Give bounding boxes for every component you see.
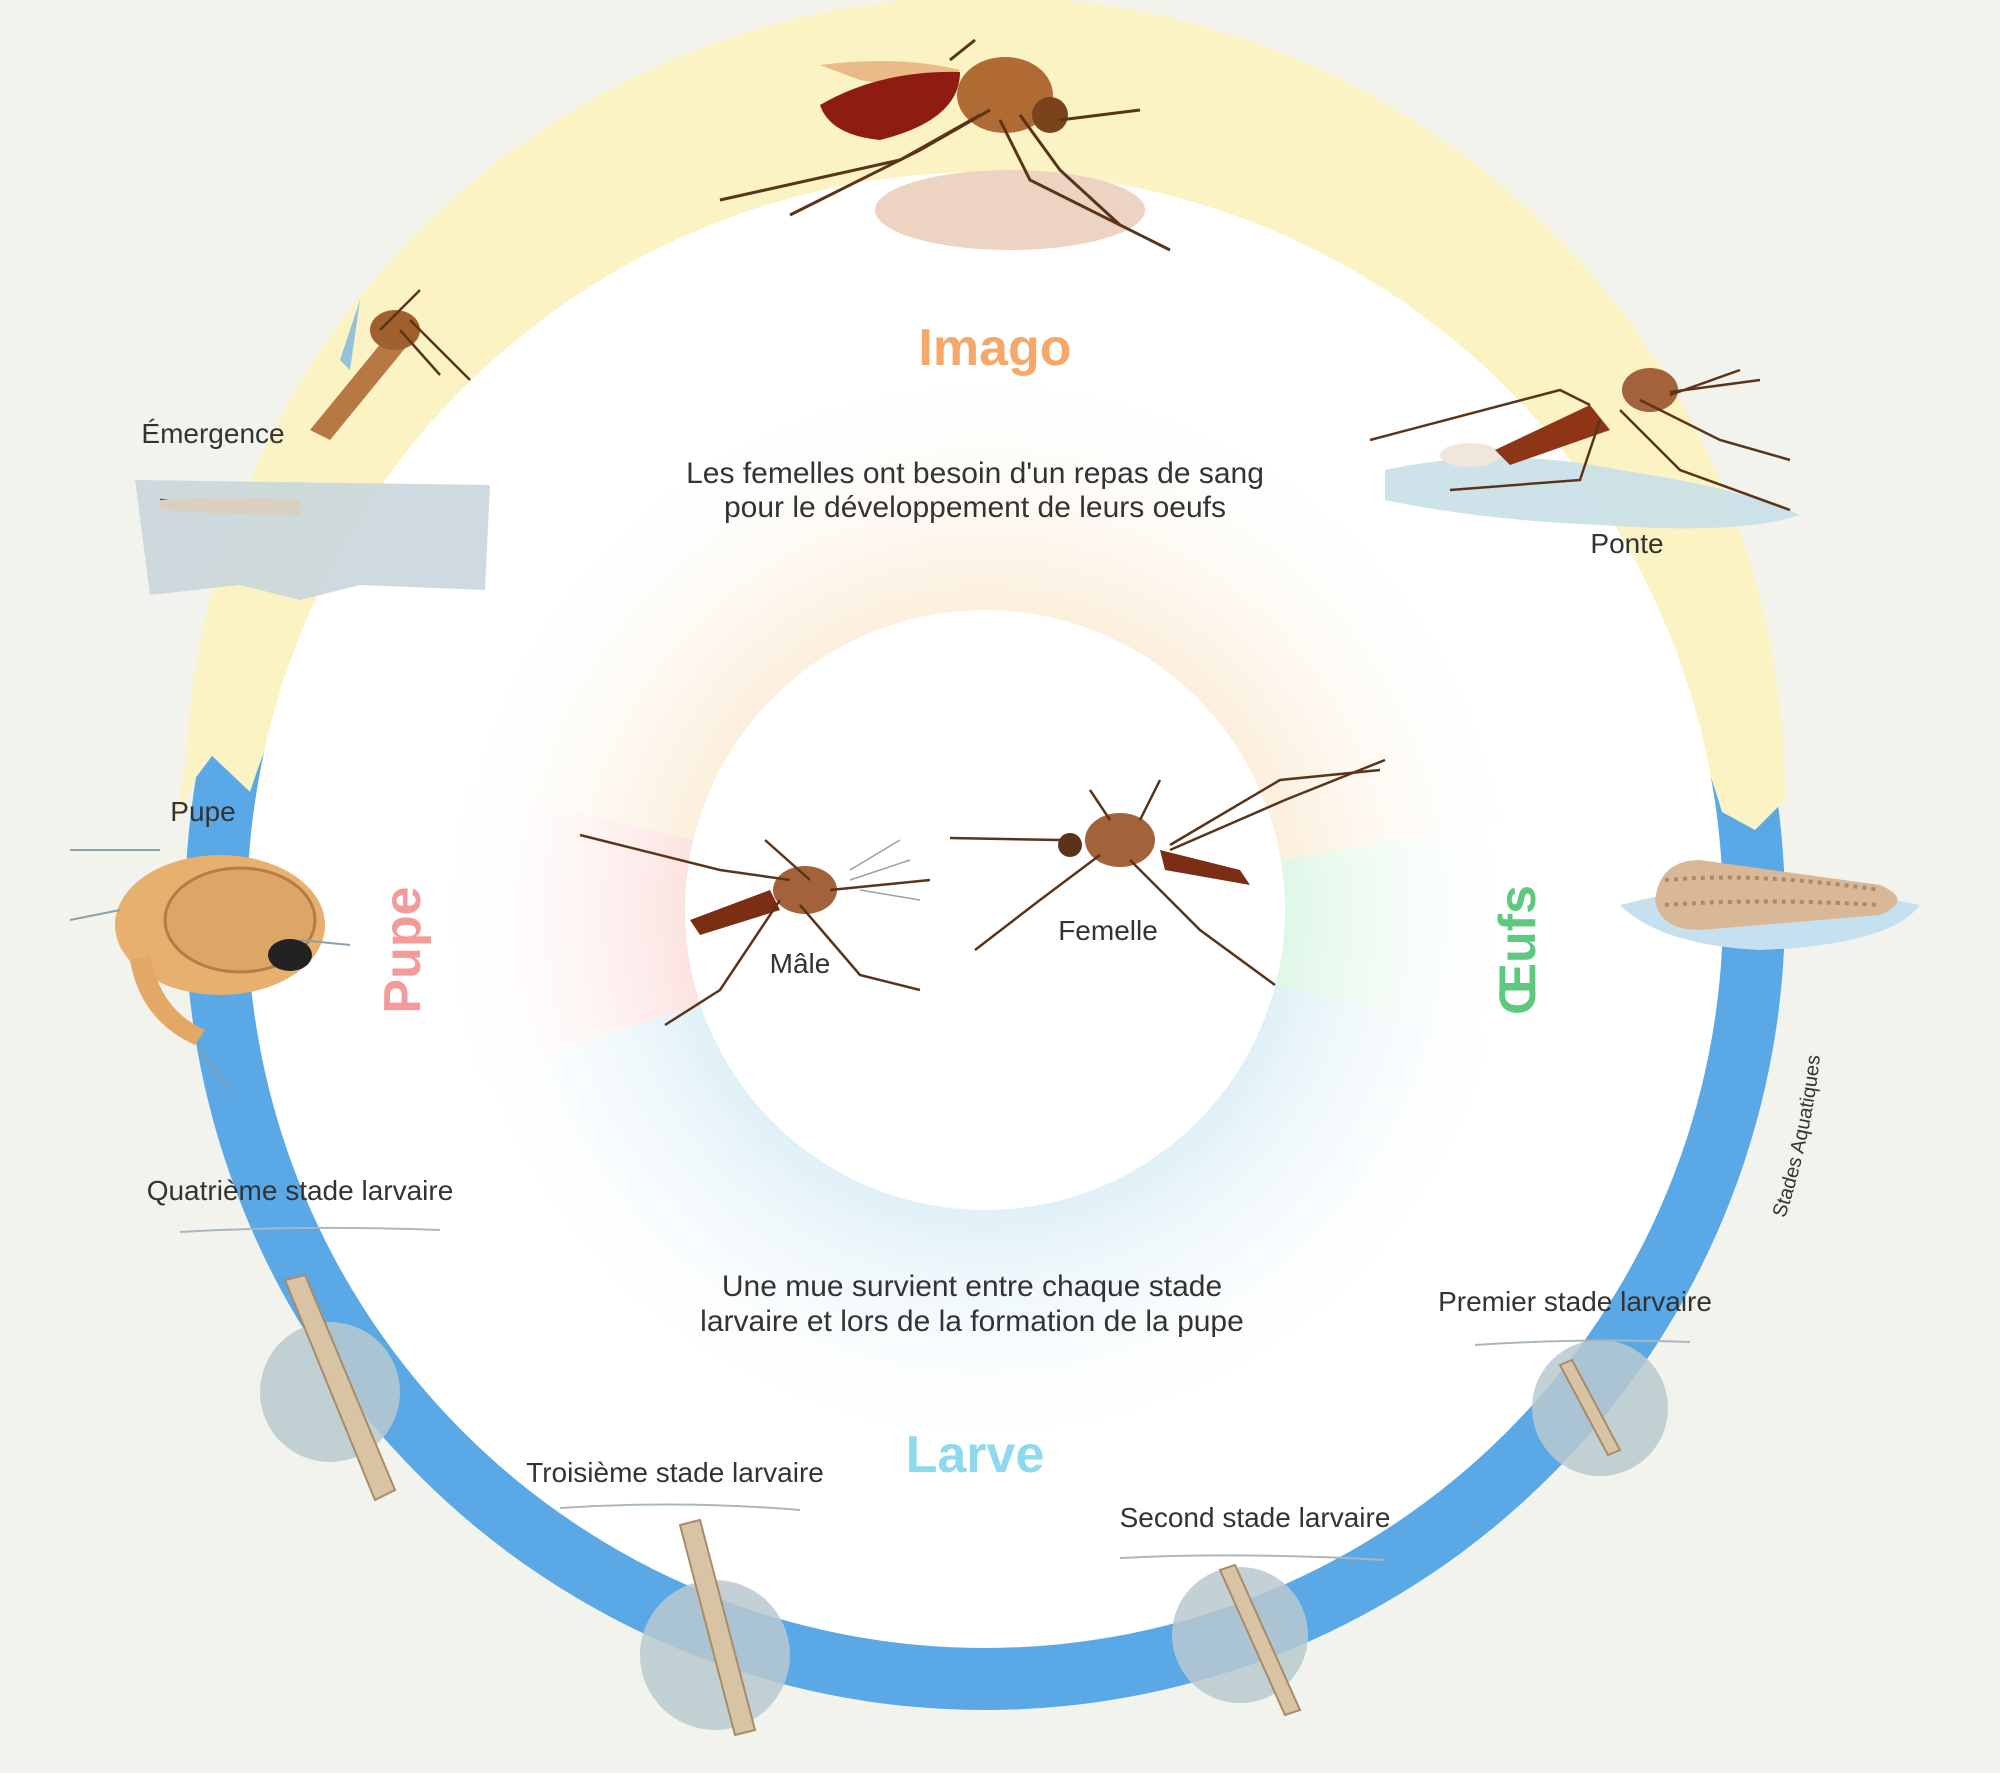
stage-title-pupe: Pupe — [374, 886, 432, 1013]
larva-1 — [1558, 1358, 1622, 1457]
water-patch-emergence — [135, 480, 490, 600]
label-male: Mâle — [770, 948, 831, 979]
larva-3 — [678, 1518, 757, 1737]
larva-circle-1 — [1532, 1340, 1668, 1476]
pupa — [69, 849, 351, 1091]
stage-title-larve: Larve — [906, 1426, 1045, 1484]
blood-feeding-mosquito — [719, 38, 1171, 252]
emerging-mosquito — [159, 289, 471, 515]
note-molt-line1: Une mue survient entre chaque stade — [722, 1270, 1222, 1303]
female-mosquito — [949, 758, 1386, 987]
stage-title-imago: Imago — [918, 319, 1071, 377]
water-lines — [179, 1226, 1691, 1561]
note-molt-line2: larvaire et lors de la formation de la p… — [700, 1305, 1244, 1338]
aquatic-band-label: Stades Aquatiques — [1769, 1054, 1825, 1220]
center-circle — [685, 610, 1285, 1210]
stage-title-oeufs: Œufs — [1489, 885, 1547, 1015]
larva-4 — [283, 1273, 397, 1502]
label-larva-3: Troisième stade larvaire — [526, 1457, 824, 1488]
water-patch-ponte — [1385, 457, 1800, 529]
larve-sector — [425, 910, 1550, 1516]
label-femelle: Femelle — [1058, 915, 1158, 946]
male-mosquito — [579, 833, 931, 1027]
label-larva-1: Premier stade larvaire — [1438, 1286, 1712, 1317]
egg-laying-mosquito — [1369, 368, 1791, 512]
label-larva-4: Quatrième stade larvaire — [147, 1175, 454, 1206]
label-emergence: Émergence — [141, 418, 284, 449]
label-pupe: Pupe — [170, 796, 235, 827]
note-blood-meal-line2: pour le développement de leurs oeufs — [724, 491, 1226, 524]
label-larva-2: Second stade larvaire — [1120, 1502, 1391, 1533]
larvae — [283, 1273, 1622, 1737]
egg-raft — [1655, 860, 1898, 930]
label-ponte: Ponte — [1590, 528, 1663, 559]
larva-2 — [1218, 1563, 1302, 1717]
note-blood-meal-line1: Les femelles ont besoin d'un repas de sa… — [686, 457, 1264, 490]
